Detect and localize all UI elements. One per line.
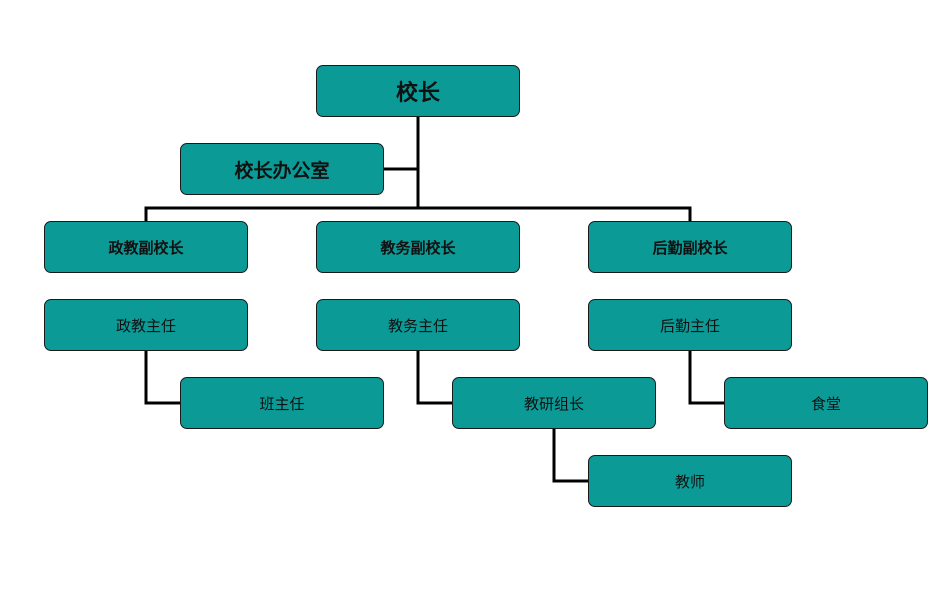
node-vp-political: 政教副校长 bbox=[44, 221, 248, 273]
node-director-political: 政教主任 bbox=[44, 299, 248, 351]
connector-canteen bbox=[688, 349, 726, 405]
node-principal-office-label: 校长办公室 bbox=[234, 159, 330, 182]
node-homeroom-teacher-label: 班主任 bbox=[259, 394, 305, 413]
node-vp-logistics-label: 后勤副校长 bbox=[652, 238, 728, 257]
node-director-political-label: 政教主任 bbox=[115, 316, 176, 335]
node-director-logistics-label: 后勤主任 bbox=[659, 316, 720, 335]
node-director-logistics: 后勤主任 bbox=[588, 299, 792, 351]
node-vp-academic: 教务副校长 bbox=[316, 221, 520, 273]
node-homeroom-teacher: 班主任 bbox=[180, 377, 384, 429]
node-teacher: 教师 bbox=[588, 455, 792, 507]
node-director-academic: 教务主任 bbox=[316, 299, 520, 351]
node-principal: 校长 bbox=[316, 65, 520, 117]
node-vp-academic-label: 教务副校长 bbox=[380, 238, 456, 257]
node-vp-logistics: 后勤副校长 bbox=[588, 221, 792, 273]
node-canteen: 食堂 bbox=[724, 377, 928, 429]
connector-research-lead bbox=[416, 349, 454, 405]
node-research-group-leader: 教研组长 bbox=[452, 377, 656, 429]
node-canteen-label: 食堂 bbox=[810, 394, 841, 413]
node-director-academic-label: 教务主任 bbox=[387, 316, 448, 335]
node-research-group-leader-label: 教研组长 bbox=[523, 394, 584, 413]
node-principal-label: 校长 bbox=[395, 81, 440, 106]
connector-teacher bbox=[552, 427, 590, 483]
node-teacher-label: 教师 bbox=[674, 472, 705, 491]
connector-homeroom bbox=[144, 349, 182, 405]
node-vp-political-label: 政教副校长 bbox=[108, 238, 184, 257]
node-principal-office: 校长办公室 bbox=[180, 143, 384, 195]
